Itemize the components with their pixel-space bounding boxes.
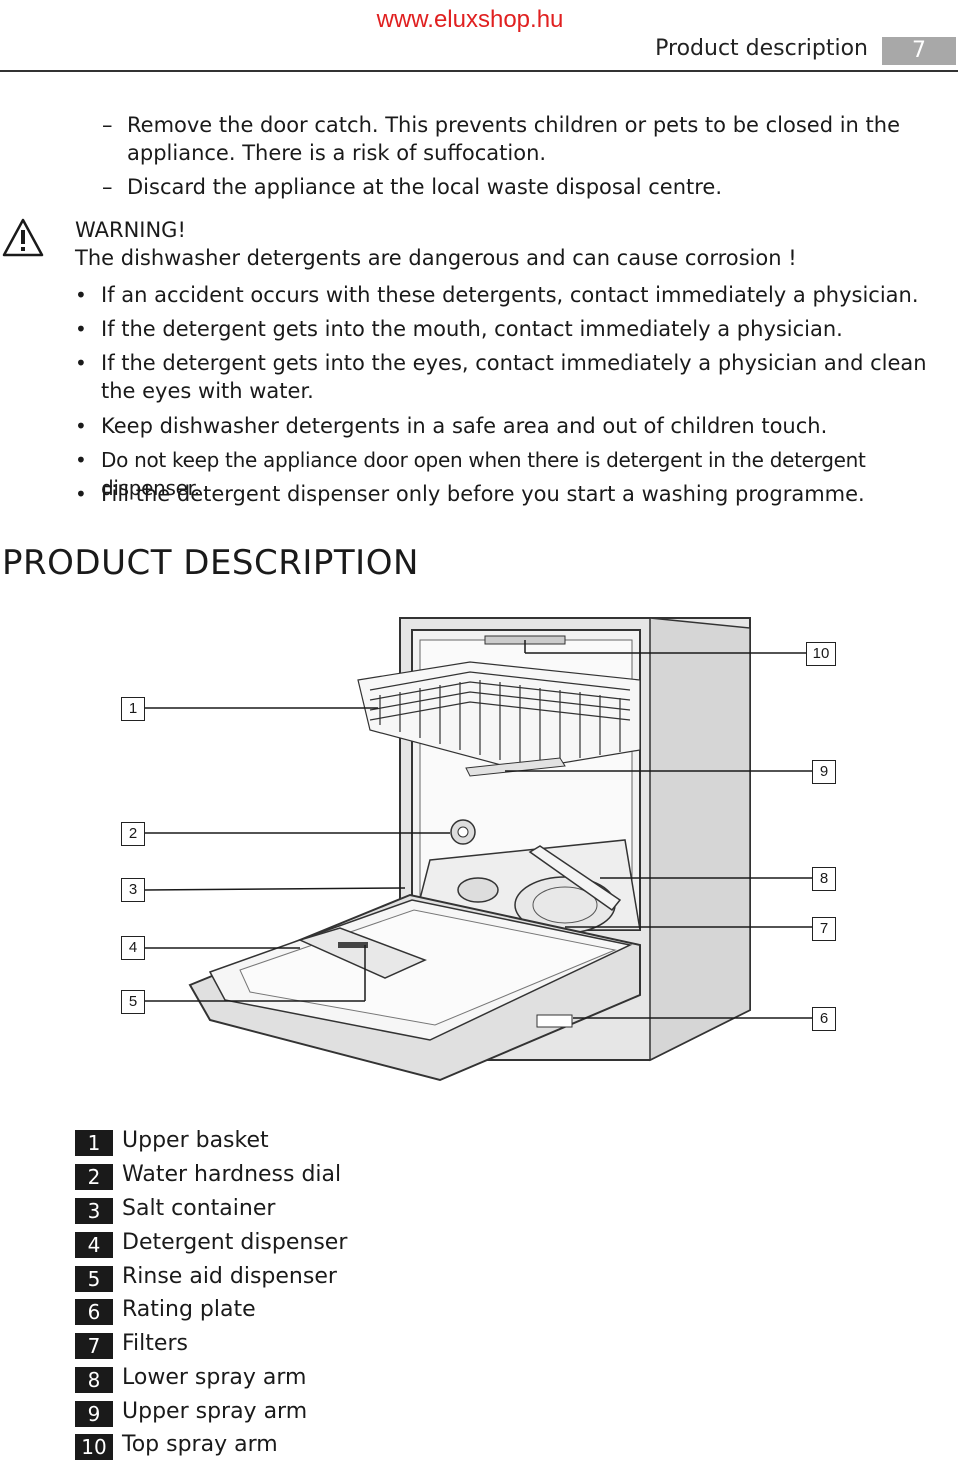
callout-5: 5 <box>121 990 145 1014</box>
disposal-text: Remove the door catch. This prevents chi… <box>127 113 900 165</box>
callout-3: 3 <box>121 878 145 902</box>
legend-label: Salt container <box>122 1196 276 1221</box>
warning-item-text: Fill the detergent dispenser only before… <box>101 482 865 506</box>
legend-number: 1 <box>75 1130 113 1156</box>
legend-label: Top spray arm <box>122 1432 278 1457</box>
dishwasher-diagram <box>144 617 812 1082</box>
callout-7: 7 <box>812 917 836 941</box>
bullet-dot: • <box>75 351 87 375</box>
disposal-item: – Remove the door catch. This prevents c… <box>102 111 952 167</box>
bullet-dot: • <box>75 283 87 307</box>
legend-label: Water hardness dial <box>122 1162 342 1187</box>
legend-number: 10 <box>75 1434 113 1460</box>
header-rule <box>0 70 958 72</box>
disposal-text: Discard the appliance at the local waste… <box>127 175 723 199</box>
callout-8: 8 <box>812 867 836 891</box>
warning-title: WARNING! <box>75 218 186 242</box>
warning-item-text: If an accident occurs with these deterge… <box>101 283 919 307</box>
callout-2: 2 <box>121 822 145 846</box>
legend-number: 6 <box>75 1299 113 1325</box>
warning-item: • If the detergent gets into the mouth, … <box>75 315 960 343</box>
warning-item: • Fill the detergent dispenser only befo… <box>75 480 960 508</box>
site-url[interactable]: www.eluxshop.hu <box>376 6 564 33</box>
page-number: 7 <box>882 37 956 65</box>
callout-6: 6 <box>812 1007 836 1031</box>
bullet-dot: • <box>75 482 87 506</box>
legend-number: 4 <box>75 1232 113 1258</box>
legend-number: 5 <box>75 1266 113 1292</box>
warning-item-text: If the detergent gets into the mouth, co… <box>101 317 843 341</box>
bullet-dot: • <box>75 448 87 472</box>
legend-label: Filters <box>122 1331 188 1356</box>
warning-item: • If the detergent gets into the eyes, c… <box>75 349 960 405</box>
legend-label: Lower spray arm <box>122 1365 307 1390</box>
section-title: PRODUCT DESCRIPTION <box>2 543 419 583</box>
legend-label: Upper basket <box>122 1128 269 1153</box>
legend-label: Upper spray arm <box>122 1399 308 1424</box>
bullet-dot: • <box>75 414 87 438</box>
callout-4: 4 <box>121 936 145 960</box>
section-header: Product description <box>655 36 868 61</box>
disposal-item: – Discard the appliance at the local was… <box>102 173 952 201</box>
warning-item-text: Keep dishwasher detergents in a safe are… <box>101 414 828 438</box>
warning-item: • If an accident occurs with these deter… <box>75 281 960 309</box>
dash-mark: – <box>102 113 113 137</box>
warning-item-text: If the detergent gets into the eyes, con… <box>101 351 927 403</box>
warning-item-text: Do not keep the appliance door open when… <box>101 448 866 500</box>
callout-10: 10 <box>806 642 836 666</box>
legend-number: 7 <box>75 1333 113 1359</box>
legend-number: 2 <box>75 1164 113 1190</box>
dash-mark: – <box>102 175 113 199</box>
bullet-dot: • <box>75 317 87 341</box>
warning-subtitle: The dishwasher detergents are dangerous … <box>75 246 797 270</box>
warning-item: • Keep dishwasher detergents in a safe a… <box>75 412 960 440</box>
legend-number: 9 <box>75 1401 113 1427</box>
warning-item: • Do not keep the appliance door open wh… <box>75 446 960 502</box>
legend-label: Detergent dispenser <box>122 1230 348 1255</box>
legend-number: 8 <box>75 1367 113 1393</box>
callout-1: 1 <box>121 697 145 721</box>
callout-9: 9 <box>812 760 836 784</box>
legend-label: Rating plate <box>122 1297 256 1322</box>
legend-number: 3 <box>75 1198 113 1224</box>
legend-label: Rinse aid dispenser <box>122 1264 337 1289</box>
warning-triangle-icon <box>2 218 44 257</box>
